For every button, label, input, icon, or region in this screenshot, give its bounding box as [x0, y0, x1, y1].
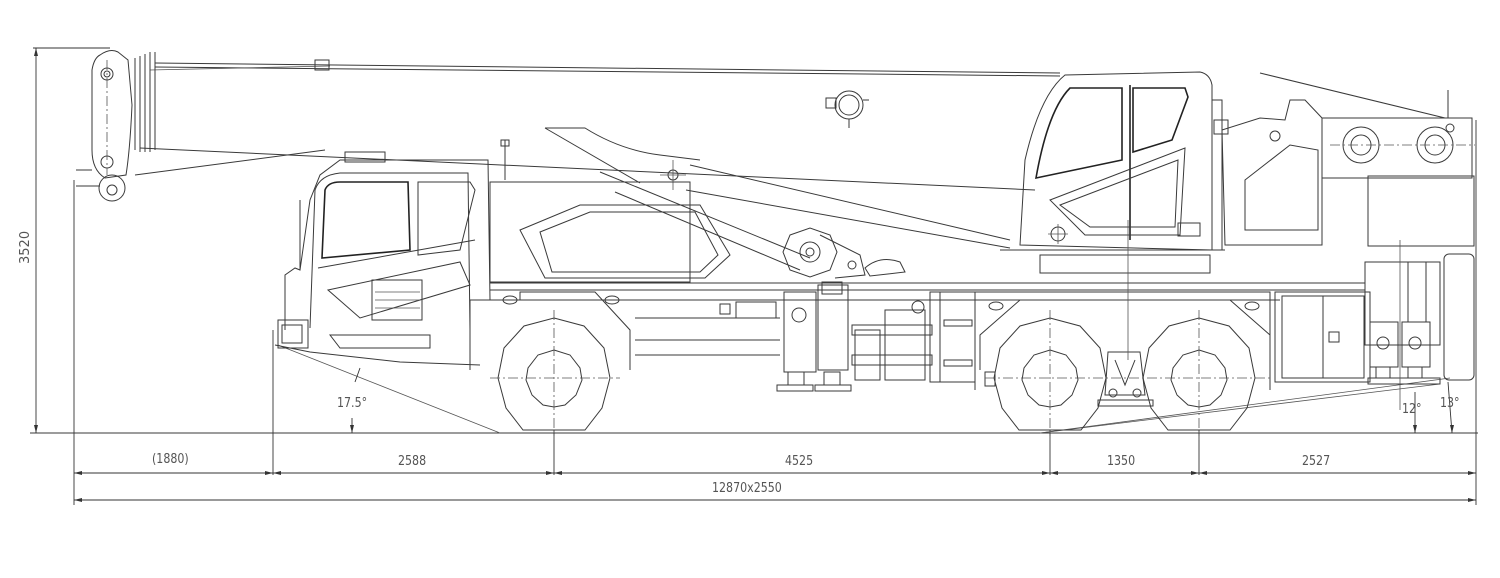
carrier-cab: [274, 139, 510, 366]
rear-toolbox: [1274, 291, 1371, 383]
overall-length-width-label: 12870x2550: [712, 481, 782, 496]
carrier-deck: [489, 181, 1365, 356]
boom-pivot: [782, 227, 906, 279]
rear-overhang-label: 2527: [1302, 454, 1331, 469]
rear-outriggers: [1364, 240, 1475, 410]
tandem-suspension: [1097, 351, 1154, 407]
height-dimension-line: [33, 47, 110, 433]
boom-head: [76, 50, 156, 202]
departure-angle-markers: [1039, 377, 1454, 434]
approach-angle-marker: [277, 344, 501, 434]
front-outriggers: [719, 281, 852, 392]
extension-lines: [73, 120, 1477, 505]
rear-axle-1-wheel: [993, 310, 1107, 440]
overall-length-dimension: [74, 498, 1476, 502]
axle2-to-axle3-label: 1350: [1107, 454, 1136, 469]
departure-angle-label: 13°: [1440, 396, 1460, 411]
operator-cab: [1000, 71, 1225, 274]
front-axle-wheel: [490, 310, 620, 440]
axle1-to-axle2-label: 4525: [785, 454, 814, 469]
front-to-axle1-label: 2588: [398, 454, 427, 469]
tanks: [851, 291, 976, 383]
rear-axle-2-wheel: [985, 310, 1270, 440]
front-overhang-label: (1880): [152, 452, 189, 467]
superstructure-rear: [1211, 72, 1475, 251]
departure-angle-outrigger-label: 12°: [1402, 402, 1422, 417]
luffing-cylinder: [544, 127, 1011, 271]
rear-wheel-arch: [974, 291, 1271, 390]
front-wheel-arch: [469, 291, 631, 370]
hook-block: [825, 90, 869, 128]
overall-height-label: 3520: [18, 230, 33, 264]
boom: [134, 59, 1061, 191]
approach-angle-label: 17.5°: [337, 396, 368, 411]
dimension-chain: [74, 471, 1476, 475]
